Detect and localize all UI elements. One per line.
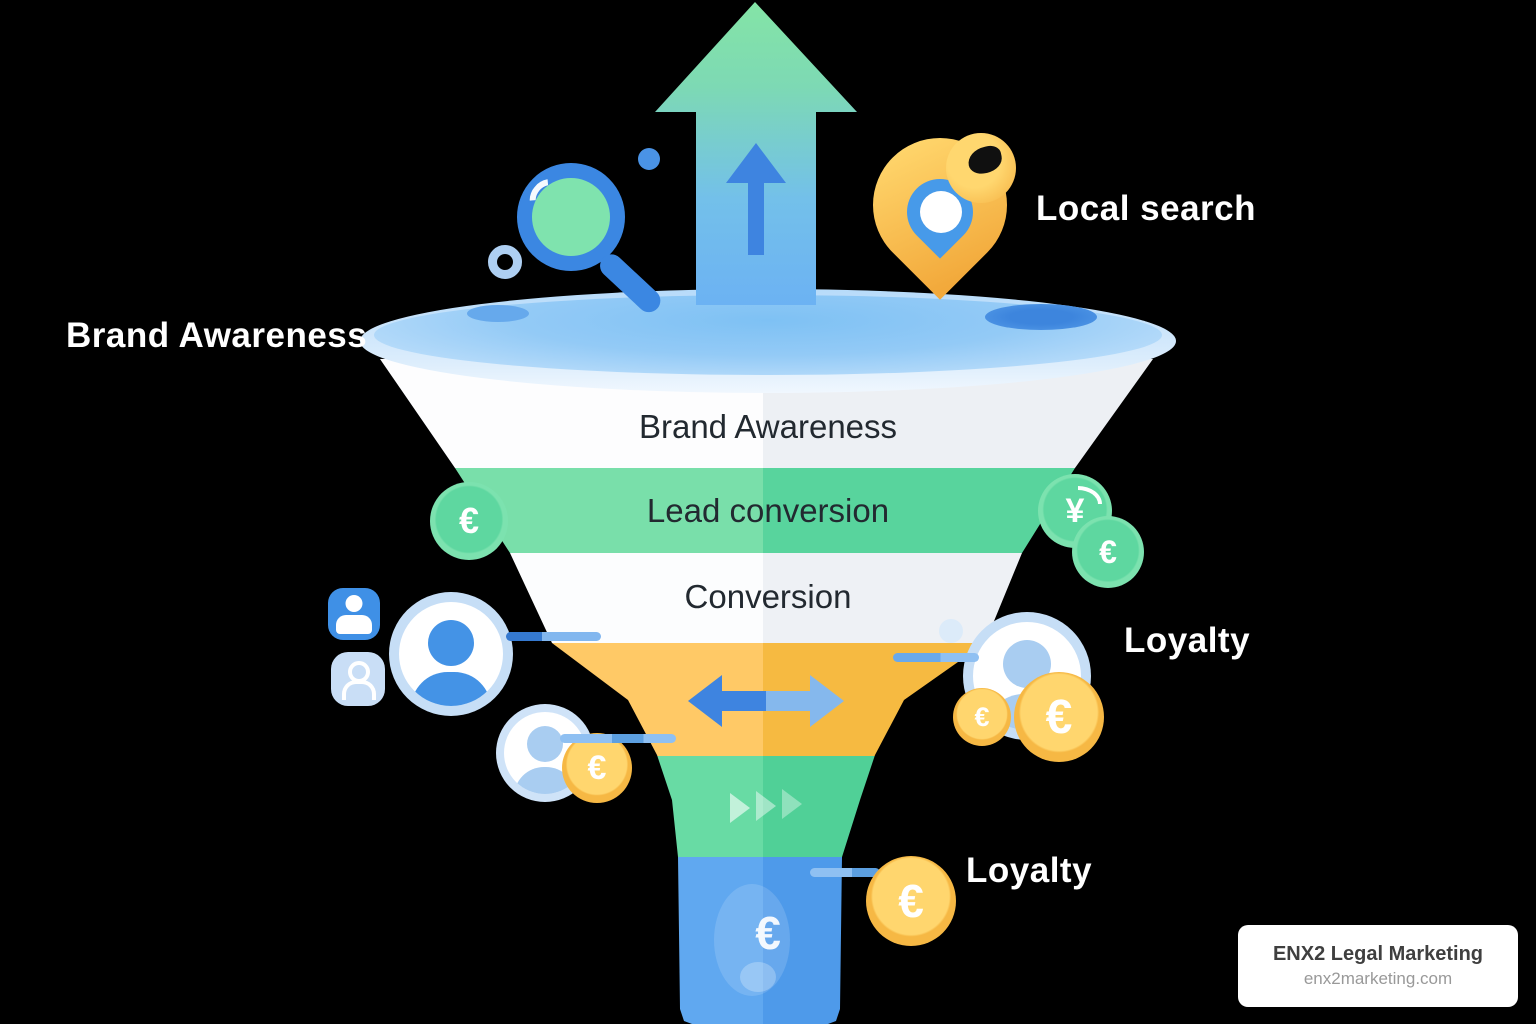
double-arrow-icon [688,675,844,727]
watermark-title: ENX2 Legal Marketing [1272,943,1484,965]
callout-brand-awareness: Brand Awareness [66,316,368,355]
euro-symbol: € [587,748,607,787]
decor-dot-icon [638,148,660,170]
avatar-head [527,726,563,762]
funnel-label-brand-awareness: Brand Awareness [638,408,898,445]
euro-symbol: € [458,500,480,541]
user-avatar-outline-icon [331,652,385,706]
connector-line [560,734,676,743]
chevron-right-icon [782,789,802,819]
decor-donut-icon [488,245,522,279]
funnel-label-lead-conversion: Lead conversion [646,492,890,529]
callout-loyalty-right: Loyalty [1124,621,1251,660]
avatar-head [428,620,474,666]
decor-dot-icon [939,619,963,643]
callout-loyalty-bottom: Loyalty [966,851,1093,890]
euro-coin-gold-icon: € [1014,672,1104,762]
watermark-card: ENX2 Legal Marketing enx2marketing.com [1238,925,1518,1007]
avatar-head [345,595,363,612]
avatar-body [342,680,376,700]
chevron-right-icon [756,791,776,821]
euro-coin-gold-icon: € [953,688,1011,746]
funnel-label-conversion: Conversion [684,578,852,615]
swap-arrow-icon [1078,486,1102,504]
chevron-right-icon [730,793,750,823]
connector-line [893,653,979,662]
euro-coin-green-icon: € [1072,516,1144,588]
avatar-body [411,672,491,706]
stem-highlight-dot [740,962,776,992]
euro-symbol: € [1045,690,1073,744]
funnel-band-lead-conversion [380,468,1153,553]
euro-coin-gold-icon: € [562,733,632,803]
user-avatar-large-left-icon [389,592,513,716]
euro-coin-green-icon: € [430,482,508,560]
euro-symbol: € [1099,533,1117,570]
stem-highlight [714,884,790,996]
stem-euro-symbol: € [755,907,781,959]
funnel-hole-left [467,305,529,322]
euro-coin-gold-icon: € [866,856,956,946]
watermark-url: enx2marketing.com [1303,969,1453,988]
user-avatar-small-blue-icon [328,588,380,640]
connector-line [506,632,601,641]
euro-symbol: € [974,701,990,732]
location-pin-dot [920,191,962,233]
euro-symbol: € [898,875,924,927]
avatar-body [336,615,372,634]
connector-line [810,868,880,877]
funnel-hole-right [985,304,1097,330]
callout-local-search: Local search [1036,189,1256,228]
